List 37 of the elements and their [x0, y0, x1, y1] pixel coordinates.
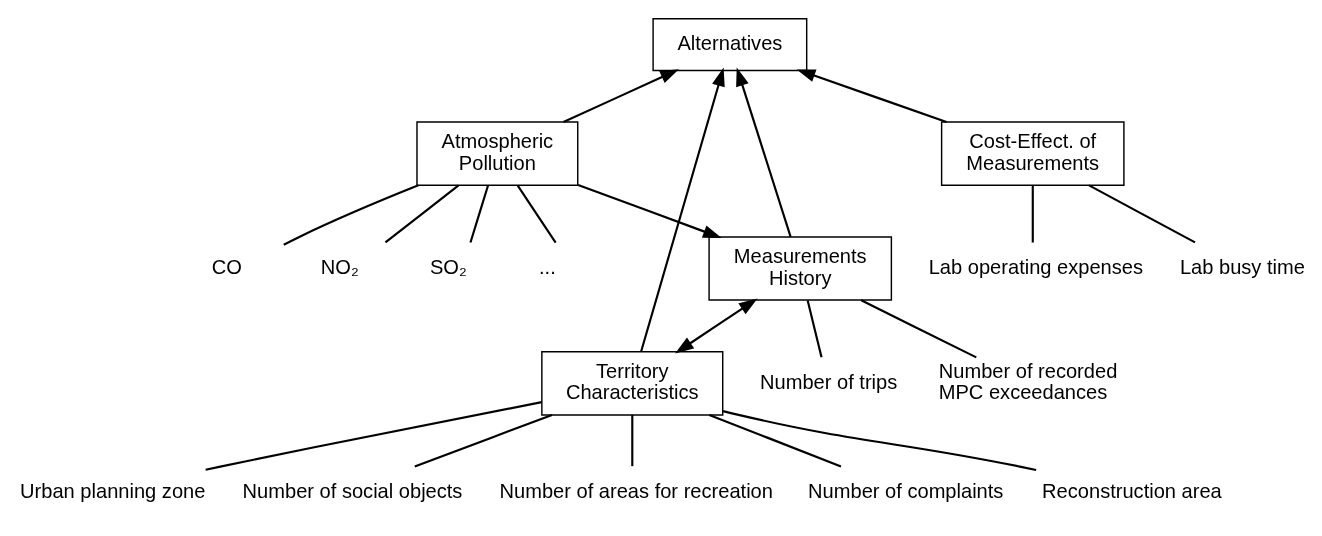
connector	[631, 414, 634, 466]
node-box: Territory Characteristics	[541, 350, 724, 416]
arrow	[796, 68, 947, 123]
arrow	[675, 297, 758, 353]
node-box: Measurements History	[708, 235, 893, 301]
node-text: CO	[211, 255, 242, 278]
connector	[708, 413, 842, 467]
connector	[283, 183, 419, 246]
connector	[205, 400, 542, 471]
node-text: Reconstruction area	[1042, 479, 1222, 502]
node-text: NO₂	[320, 255, 359, 278]
node-text: Urban planning zone	[20, 479, 206, 502]
connector	[860, 298, 977, 358]
node-text: SO₂	[429, 255, 467, 278]
connector	[469, 184, 489, 243]
node-box: Cost-Effect. of Measurements	[940, 120, 1125, 186]
arrow	[640, 67, 725, 352]
connector	[516, 184, 557, 243]
arrow	[736, 66, 792, 237]
node-box: Alternatives	[652, 17, 808, 71]
node-text: Number of areas for recreation	[499, 479, 773, 502]
connector	[1088, 183, 1196, 243]
connector	[414, 413, 553, 467]
node-text: Number of recorded MPC exceedances	[938, 359, 1118, 403]
connector	[722, 409, 1037, 471]
arrow	[563, 68, 679, 123]
arrow	[577, 183, 722, 238]
node-text: Lab operating expenses	[928, 255, 1144, 278]
node-text: Number of complaints	[808, 479, 1004, 502]
node-text: ...	[538, 255, 556, 278]
node-text: Number of social objects	[242, 479, 463, 502]
connector	[806, 299, 823, 358]
connector	[1031, 185, 1034, 243]
node-text: Number of trips	[760, 370, 898, 393]
node-box: Atmospheric Pollution	[416, 120, 579, 186]
connector	[384, 184, 460, 243]
node-text: Lab busy time	[1179, 255, 1305, 278]
